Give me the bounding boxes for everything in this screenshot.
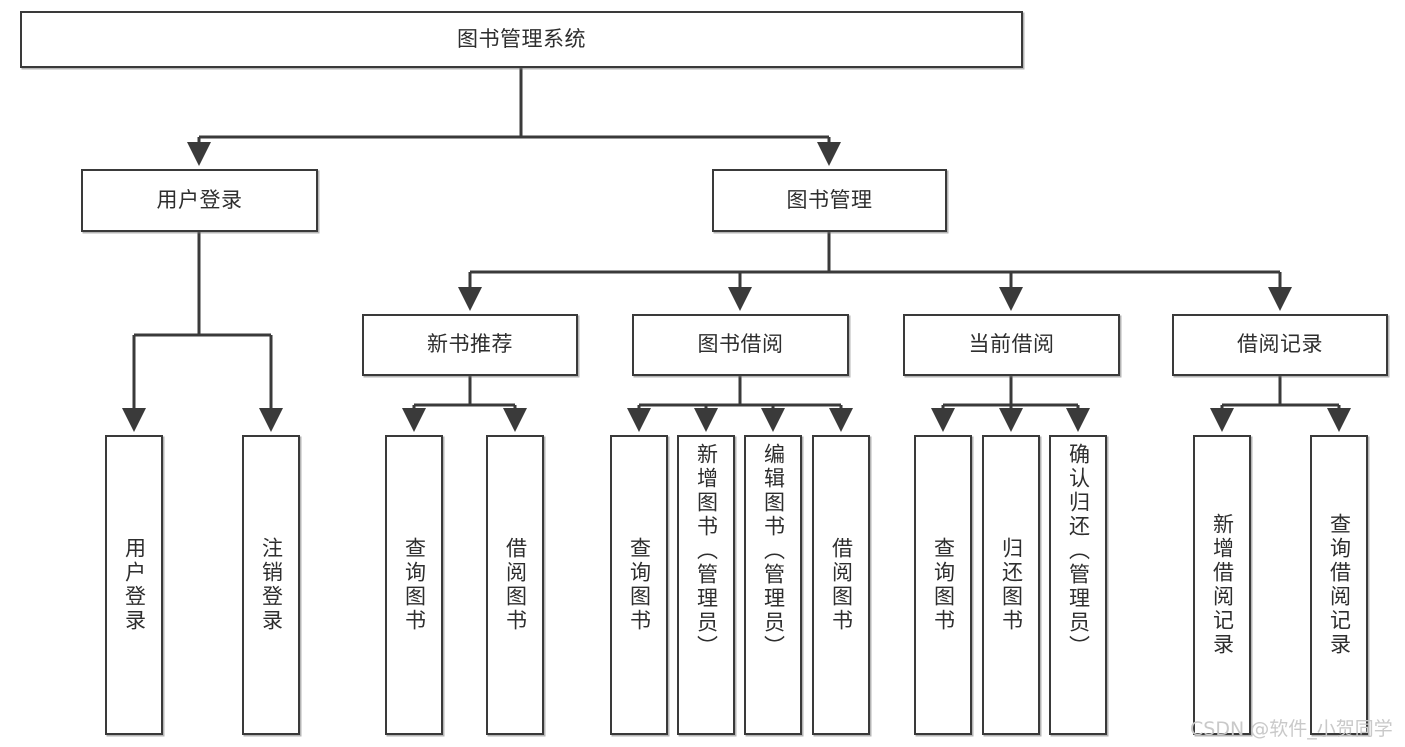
- leaf-current-borrow-query-book-label: 查询图书: [931, 537, 956, 633]
- leaf-user-login-login-label: 用户登录: [122, 537, 147, 633]
- node-book-borrow-label: 图书借阅: [697, 332, 784, 357]
- leaf-user-login-logout[interactable]: 注销登录: [242, 435, 300, 735]
- leaf-book-borrow-borrow-book-label: 借阅图书: [829, 537, 854, 633]
- node-borrow-record[interactable]: 借阅记录: [1172, 314, 1388, 376]
- node-root[interactable]: 图书管理系统: [20, 11, 1023, 68]
- node-root-label: 图书管理系统: [457, 26, 586, 51]
- leaf-new-book-borrow-book-label: 借阅图书: [503, 537, 528, 633]
- node-user-login-label: 用户登录: [156, 187, 243, 212]
- leaf-book-borrow-query-book[interactable]: 查询图书: [610, 435, 668, 735]
- leaf-current-borrow-confirm-return-label: 确认归还（管理员）: [1066, 443, 1091, 659]
- node-book-management-label: 图书管理: [786, 187, 873, 212]
- leaf-user-login-login[interactable]: 用户登录: [105, 435, 163, 735]
- node-current-borrow[interactable]: 当前借阅: [903, 314, 1120, 376]
- leaf-book-borrow-edit-book-label: 编辑图书（管理员）: [761, 443, 786, 659]
- leaf-new-book-query-book-label: 查询图书: [402, 537, 427, 633]
- leaf-book-borrow-add-book[interactable]: 新增图书（管理员）: [677, 435, 735, 735]
- leaf-current-borrow-query-book[interactable]: 查询图书: [914, 435, 972, 735]
- node-book-management[interactable]: 图书管理: [712, 169, 947, 232]
- leaf-borrow-record-query-record-label: 查询借阅记录: [1327, 513, 1352, 657]
- node-user-login[interactable]: 用户登录: [81, 169, 318, 232]
- leaf-current-borrow-confirm-return[interactable]: 确认归还（管理员）: [1049, 435, 1107, 735]
- leaf-borrow-record-add-record[interactable]: 新增借阅记录: [1193, 435, 1251, 735]
- leaf-book-borrow-query-book-label: 查询图书: [627, 537, 652, 633]
- leaf-borrow-record-query-record[interactable]: 查询借阅记录: [1310, 435, 1368, 735]
- leaf-current-borrow-return-book[interactable]: 归还图书: [982, 435, 1040, 735]
- node-new-book-recommend-label: 新书推荐: [427, 332, 513, 357]
- node-borrow-record-label: 借阅记录: [1237, 332, 1323, 357]
- leaf-book-borrow-add-book-label: 新增图书（管理员）: [694, 443, 719, 659]
- leaf-borrow-record-add-record-label: 新增借阅记录: [1210, 513, 1235, 657]
- node-book-borrow[interactable]: 图书借阅: [632, 314, 849, 376]
- leaf-user-login-logout-label: 注销登录: [259, 537, 284, 633]
- leaf-book-borrow-borrow-book[interactable]: 借阅图书: [812, 435, 870, 735]
- node-new-book-recommend[interactable]: 新书推荐: [362, 314, 578, 376]
- node-current-borrow-label: 当前借阅: [968, 332, 1055, 357]
- leaf-new-book-borrow-book[interactable]: 借阅图书: [486, 435, 544, 735]
- leaf-current-borrow-return-book-label: 归还图书: [999, 537, 1024, 633]
- leaf-new-book-query-book[interactable]: 查询图书: [385, 435, 443, 735]
- leaf-book-borrow-edit-book[interactable]: 编辑图书（管理员）: [744, 435, 802, 735]
